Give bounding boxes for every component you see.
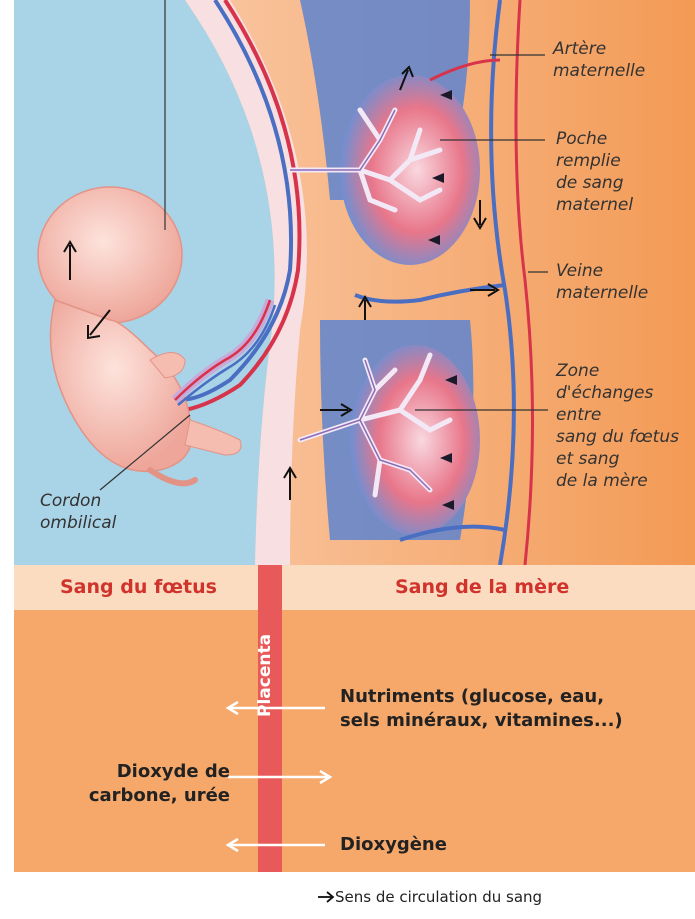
header-mother-blood: Sang de la mère: [395, 576, 569, 598]
label-maternal-artery: Artère maternelle: [553, 38, 645, 82]
exchange-nutrients: Nutriments (glucose, eau, sels minéraux,…: [340, 685, 623, 733]
exchange-co2: Dioxyde de carbone, urée: [80, 760, 230, 808]
label-maternal-vein: Veine maternelle: [556, 260, 648, 304]
label-maternal-pocket: Poche remplie de sang maternel: [556, 128, 633, 216]
exchange-o2: Dioxygène: [340, 833, 447, 857]
header-fetus-blood: Sang du fœtus: [60, 576, 217, 598]
placenta-label: Placenta: [255, 630, 285, 720]
label-umbilical-cord: Cordon ombilical: [40, 490, 116, 534]
label-exchange-zone: Zone d'échanges entre sang du fœtus et s…: [556, 360, 679, 492]
legend-arrow-icon: [318, 892, 333, 902]
legend-text: Sens de circulation du sang: [335, 888, 542, 906]
